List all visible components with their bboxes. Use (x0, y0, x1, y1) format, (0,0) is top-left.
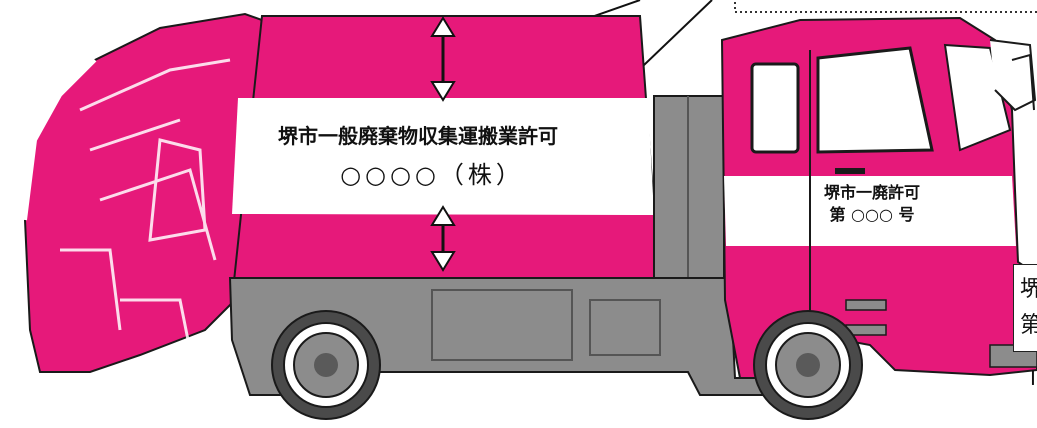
cab (720, 16, 1037, 379)
door-permit-number: 第 ○○○ 号 (829, 205, 914, 224)
cropped-label-box: 堺 第 (1013, 264, 1037, 352)
rear-cab-window (750, 62, 800, 154)
callout-dotted-box (734, 2, 1037, 13)
cropped-label-line2: 第 (1020, 315, 1037, 337)
cab-white-band (724, 176, 1016, 246)
side-permit-title: 堺市一般廃棄物収集運搬業許可 (278, 124, 558, 148)
cropped-label-line1: 堺 (1020, 279, 1037, 301)
door-permit-title: 堺市一廃許可 (824, 183, 920, 202)
double-arrow-top (430, 16, 456, 102)
front-wheel (753, 310, 863, 420)
side-white-band (232, 98, 654, 215)
cargo-box (230, 15, 662, 302)
cropped-label-line3: Ι (1030, 366, 1036, 390)
double-arrow-bottom (430, 205, 456, 272)
rear-loader (23, 12, 264, 373)
door-window (816, 46, 934, 154)
rear-wheel (271, 310, 381, 420)
side-company-name: ○○○○（株） (340, 161, 524, 189)
